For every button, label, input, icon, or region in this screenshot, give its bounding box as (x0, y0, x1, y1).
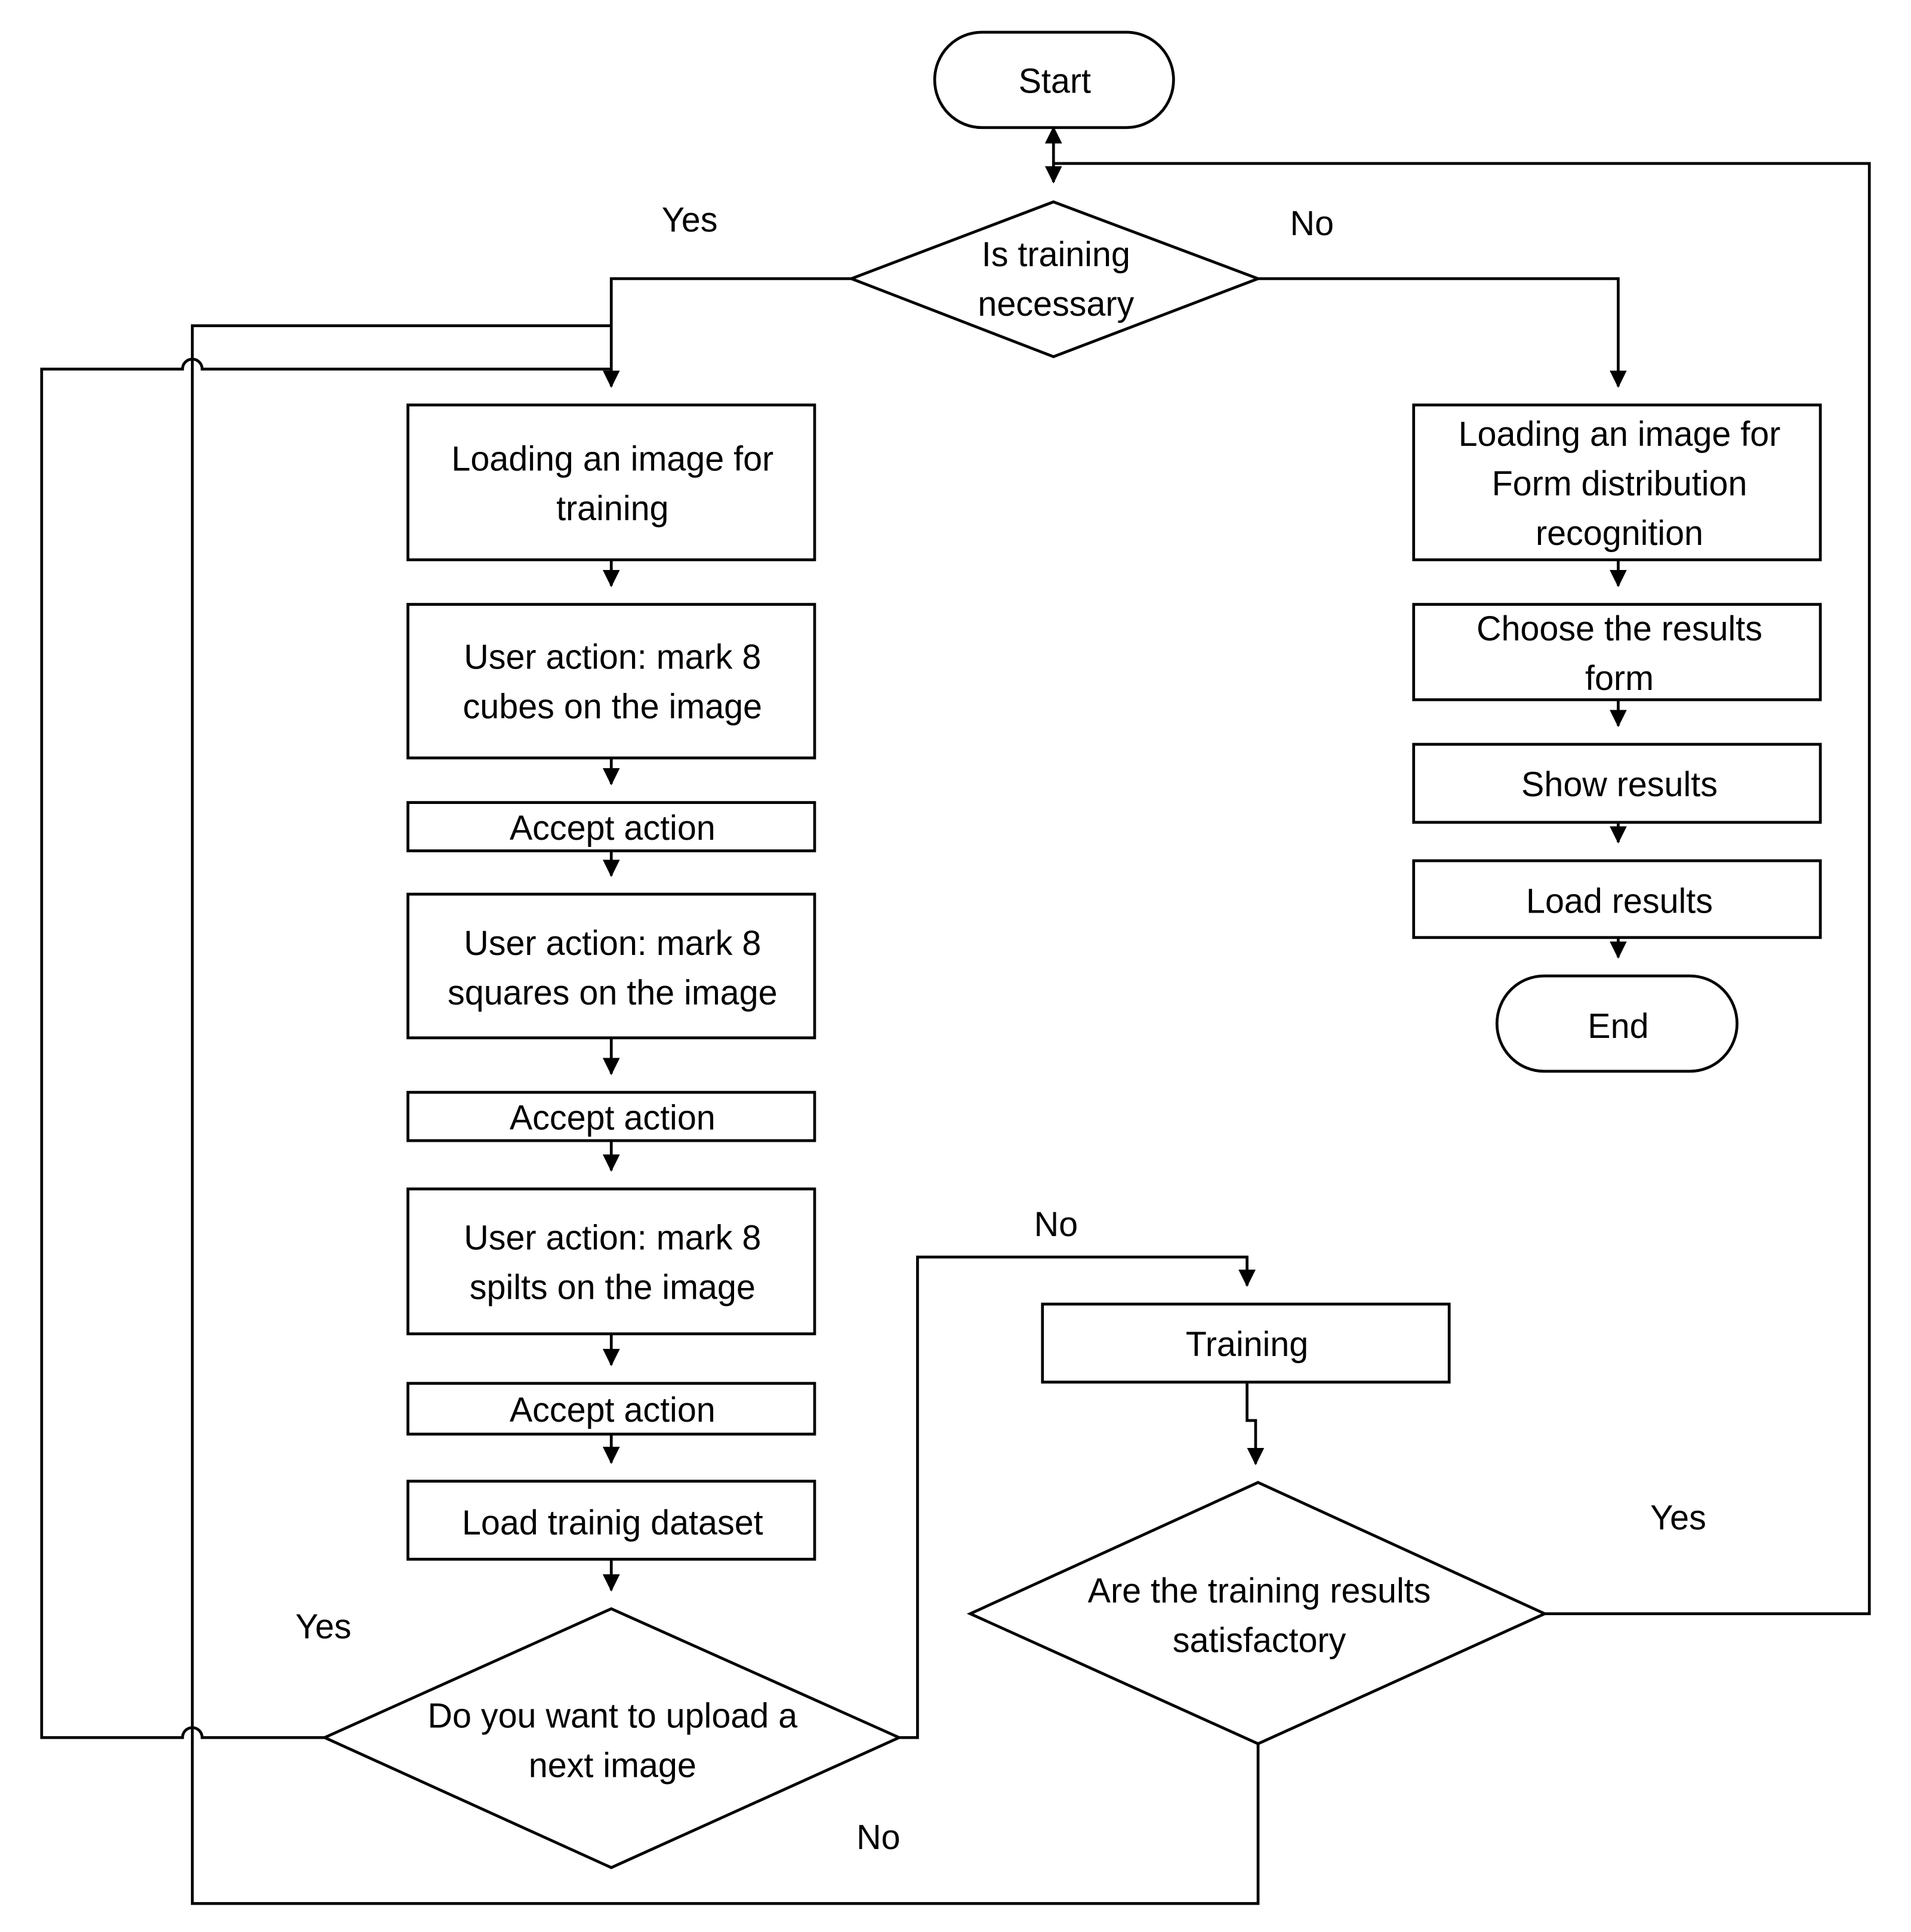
decision-results-label-2: satisfactory (1173, 1622, 1346, 1660)
mark-cubes-label-1: User action: mark 8 (464, 638, 761, 676)
label-upload-yes: Yes (295, 1608, 352, 1646)
accept-3-label: Accept action (510, 1391, 716, 1429)
end-terminal (1495, 974, 1739, 1073)
mark-spilts-label-1: User action: mark 8 (464, 1219, 761, 1257)
load-image-training-label-1: Loading an image for (451, 440, 773, 478)
mark-spilts-label-2: spilts on the image (470, 1268, 756, 1307)
box-accept-3 (406, 1382, 816, 1436)
box-mark-cubes (406, 603, 816, 760)
decision-results-label-1: Are the training results (1088, 1572, 1431, 1610)
decision-training-label-1: Is training (982, 236, 1130, 274)
load-image-training-label-2: training (556, 489, 668, 528)
decision-training-label-2: necessary (978, 285, 1134, 323)
start-label: Start (1019, 62, 1091, 100)
load-image-recognition-label-2: Form distribution (1492, 465, 1747, 503)
load-results-label: Load results (1526, 882, 1713, 920)
edge-upload-yes (40, 358, 612, 1739)
decision-training-necessary (847, 200, 1262, 359)
edge-training-yes (602, 277, 852, 388)
show-results-label: Show results (1521, 766, 1718, 804)
mark-squares-label-1: User action: mark 8 (464, 925, 761, 963)
box-show-results (1412, 742, 1822, 824)
edge-results-yes (1053, 162, 1871, 1616)
decision-upload-label-1: Do you want to upload a (427, 1697, 797, 1735)
box-accept-2 (406, 1090, 816, 1142)
box-accept-1 (406, 801, 816, 852)
decision-results-satisfactory (966, 1481, 1549, 1746)
shapes (321, 30, 1822, 1869)
load-image-recognition-label-1: Loading an image for (1459, 415, 1781, 454)
box-load-image-training (406, 403, 816, 562)
box-load-results (1412, 859, 1822, 939)
load-image-recognition-label-3: recognition (1536, 514, 1703, 553)
box-load-dataset (406, 1480, 816, 1561)
edge-upload-no (899, 1255, 1256, 1739)
end-label: End (1588, 1007, 1648, 1046)
load-dataset-label: Load trainig dataset (462, 1504, 763, 1542)
box-mark-squares (406, 892, 816, 1040)
label-training-no: No (1290, 205, 1334, 243)
box-mark-spilts (406, 1187, 816, 1336)
accept-2-label: Accept action (510, 1099, 716, 1137)
connectors (40, 126, 1871, 1905)
mark-cubes-label-2: cubes on the image (463, 688, 762, 726)
edge-results-no (190, 324, 1260, 1905)
start-terminal (933, 30, 1175, 130)
label-results-yes: Yes (1650, 1499, 1706, 1537)
box-load-image-recognition (1412, 403, 1822, 562)
edge-training-no (1257, 277, 1627, 388)
decision-upload-label-2: next image (529, 1746, 696, 1785)
box-training (1041, 1302, 1451, 1384)
box-choose-form (1412, 603, 1822, 701)
decision-upload-next (321, 1607, 903, 1869)
edge-training-results (1246, 1382, 1265, 1466)
choose-form-label-2: form (1585, 659, 1654, 697)
node-text: Start Is training necessary Loading an i… (427, 62, 1780, 1785)
edge-labels: Yes No Yes No No Yes (295, 201, 1706, 1857)
accept-1-label: Accept action (510, 809, 716, 848)
label-upload-no-bottom: No (856, 1819, 900, 1857)
label-upload-no-top: No (1034, 1206, 1078, 1244)
training-label: Training (1186, 1326, 1308, 1364)
mark-squares-label-2: squares on the image (448, 974, 778, 1012)
label-training-yes: Yes (662, 201, 718, 239)
choose-form-label-1: Choose the results (1477, 609, 1762, 648)
